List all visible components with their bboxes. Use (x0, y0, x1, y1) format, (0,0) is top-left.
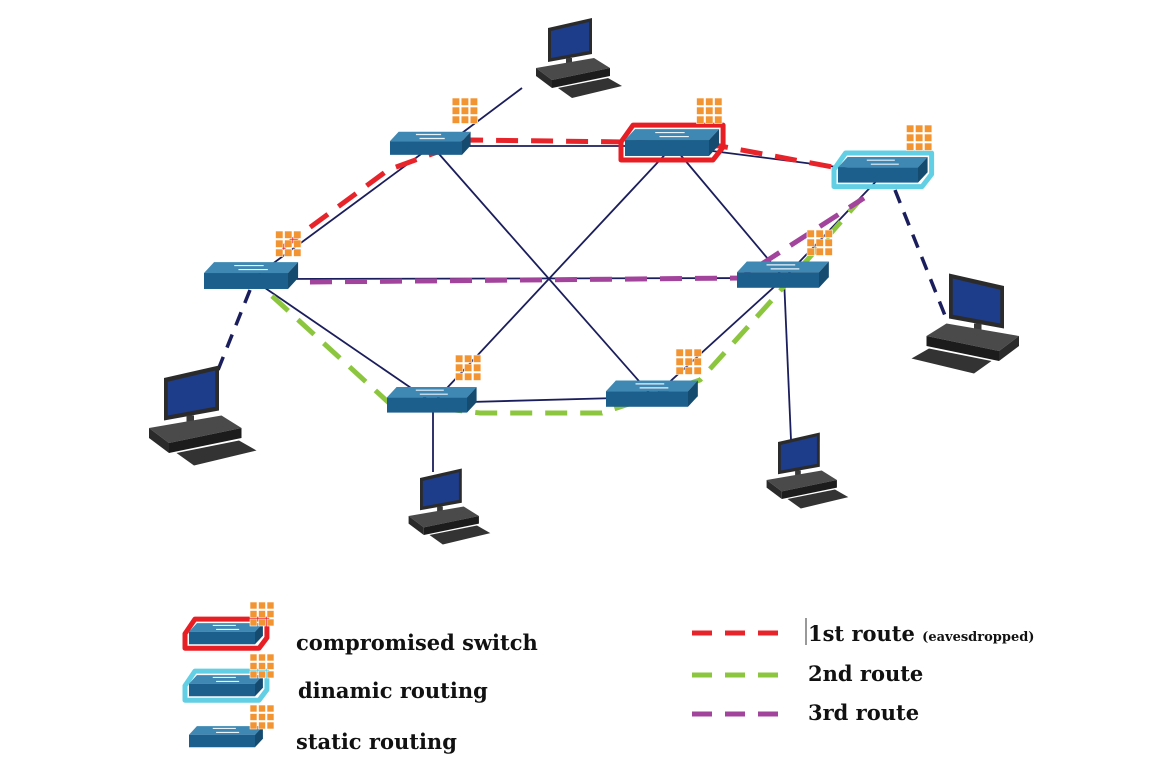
computer-bottom-center[interactable] (408, 468, 491, 545)
pc-link-left (216, 289, 252, 371)
switch-s1-grid-icon (451, 97, 478, 124)
computer-left[interactable] (149, 365, 257, 466)
computers-layer (149, 18, 1019, 545)
computer-right[interactable] (911, 273, 1020, 374)
switch-s6-static[interactable] (737, 261, 829, 288)
links-layer (251, 145, 885, 472)
route-route2 (270, 198, 862, 416)
switch-s4-grid-icon (275, 230, 302, 257)
legend-label-route2: 2nd route (808, 661, 924, 686)
pc-link-top (457, 87, 523, 137)
legend-label-compromised: compromised switch (296, 630, 538, 655)
legend-static-grid-icon (249, 704, 275, 730)
legend-label-dynamic: dinamic routing (298, 678, 488, 703)
legend-route1-name: 1st route (808, 621, 915, 646)
legend-label-route1: 1st route (eavesdropped) (808, 621, 1034, 646)
link-s1-s7 (431, 145, 654, 398)
legend-dynamic-grid-icon (249, 653, 275, 679)
pc-link-right (893, 189, 948, 319)
switch-s7-grid-icon (675, 348, 702, 375)
legend-switch-static[interactable] (189, 726, 263, 748)
switch-s3-grid-icon (906, 124, 933, 151)
link-s2-s5 (432, 145, 674, 404)
link-s3-s6 (783, 172, 885, 279)
legend-compromised-grid-icon (249, 601, 275, 627)
switch-s6-grid-icon (806, 229, 833, 256)
computer-top[interactable] (536, 18, 622, 98)
link-s1-s4 (251, 145, 433, 280)
switch-s5-grid-icon (455, 354, 482, 381)
switches-layer (204, 97, 935, 413)
legend-layer (182, 601, 807, 748)
switch-s2-compromised[interactable] (618, 122, 726, 163)
route-route1 (280, 137, 839, 251)
link-s2-s6 (672, 145, 785, 279)
legend-label-static: static routing (296, 729, 457, 754)
pc-links-layer (216, 87, 948, 371)
legend-switch-dynamic[interactable] (182, 668, 270, 703)
link-s4-s5 (251, 278, 434, 404)
switch-s4-static[interactable] (204, 262, 299, 289)
switch-s7-static[interactable] (606, 380, 698, 407)
switch-s5-static[interactable] (387, 387, 477, 413)
link-s7-s6 (652, 277, 785, 398)
switch-s2-grid-icon (696, 97, 723, 124)
switch-s1-static[interactable] (390, 131, 471, 155)
computer-bottom-right[interactable] (766, 432, 849, 509)
legend-switch-compromised[interactable] (182, 616, 270, 651)
legend-label-route3: 3rd route (808, 700, 920, 725)
switch-s3-dynamic[interactable] (831, 150, 935, 190)
legend-route1-note: (eavesdropped) (922, 630, 1035, 645)
link-s6-pc5 (783, 277, 792, 441)
